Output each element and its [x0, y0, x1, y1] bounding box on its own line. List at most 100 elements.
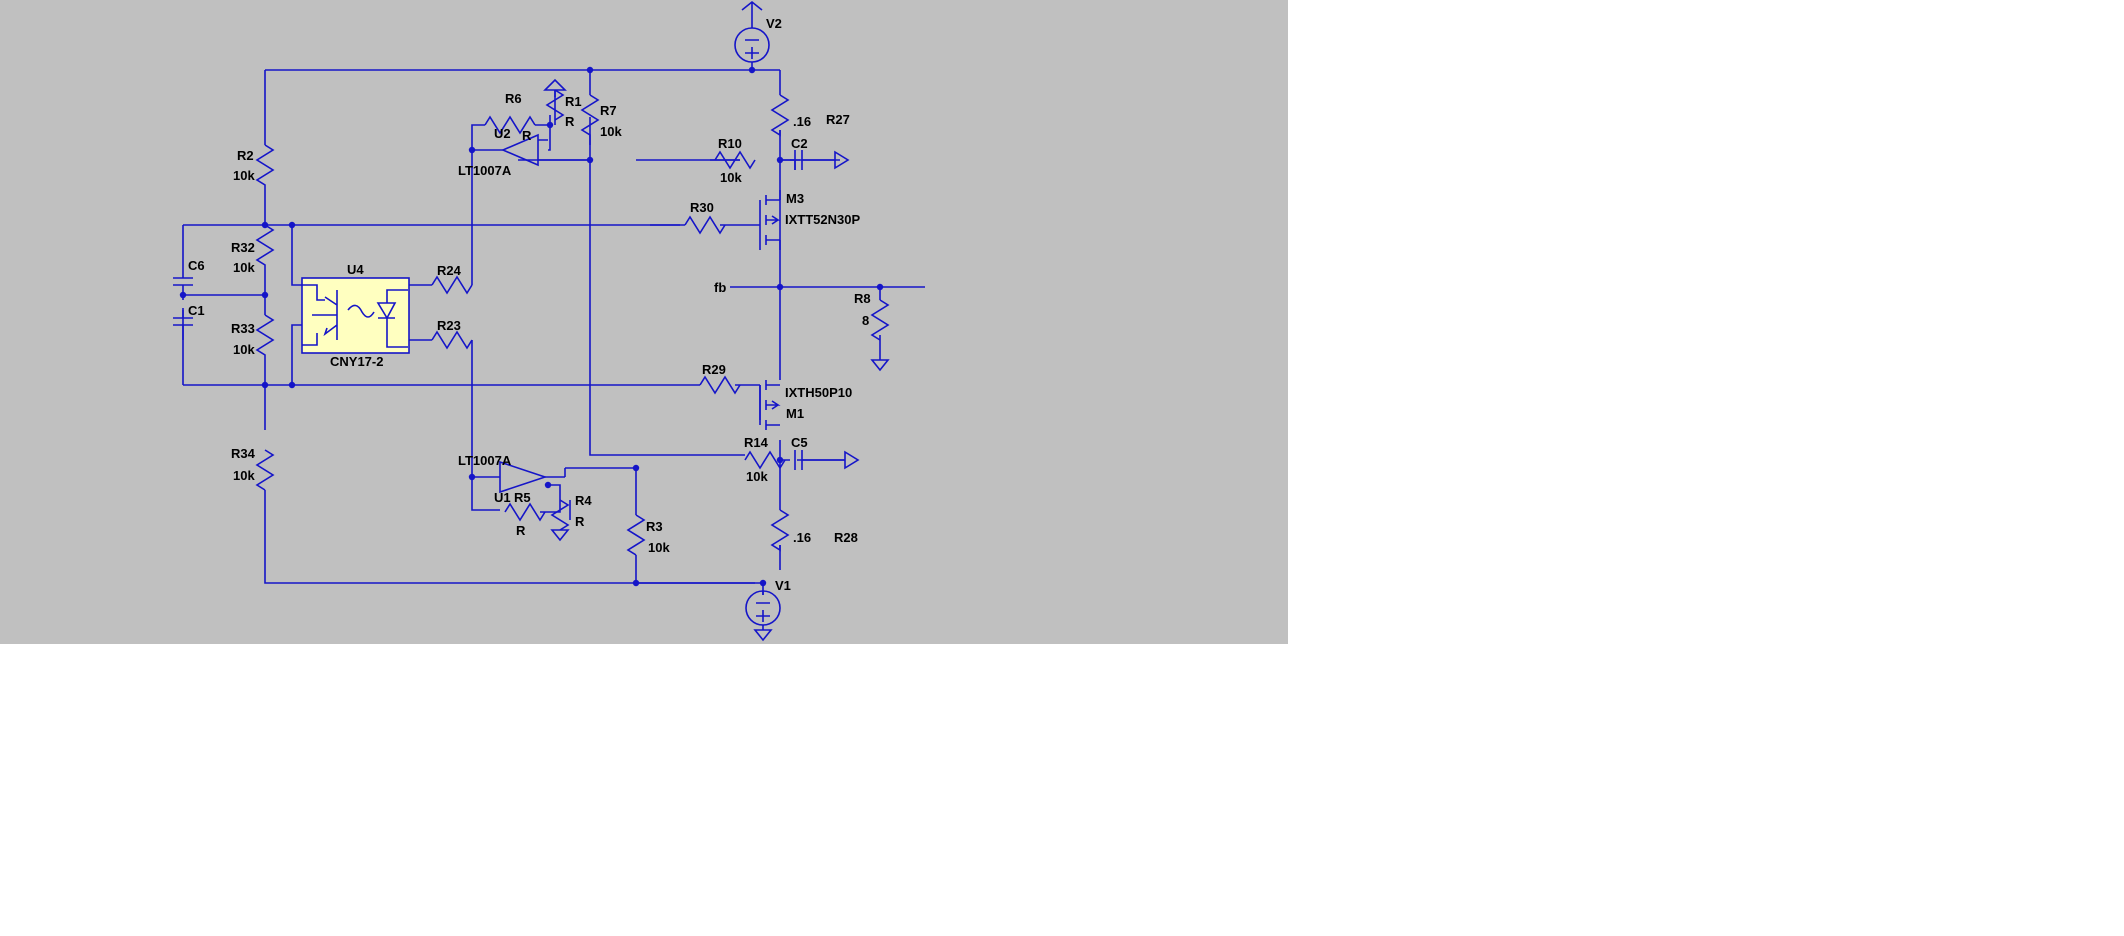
ground-r8: [870, 359, 890, 372]
resistor-r34: [255, 449, 275, 491]
label-r33: R33: [231, 321, 255, 336]
value-r8: 8: [862, 313, 869, 328]
label-r24: R24: [437, 263, 462, 278]
resistor-r5: [504, 502, 546, 522]
resistor-r27: [770, 94, 790, 137]
capacitor-c6: [173, 270, 193, 300]
label-r28: R28: [834, 530, 858, 545]
junction-dots: [179, 66, 884, 587]
label-r27: R27: [826, 112, 850, 127]
value-r6: R: [522, 128, 532, 143]
label-u4: U4: [347, 262, 364, 277]
resistor-r8: [870, 299, 890, 341]
value-r14: 10k: [746, 469, 768, 484]
resistor-r2: [255, 144, 275, 190]
wires: [182, 62, 925, 595]
resistor-r1: [545, 89, 565, 121]
label-r2: R2: [237, 148, 254, 163]
value-r5: R: [516, 523, 526, 538]
capacitor-c5: [794, 450, 845, 470]
ground-v2: [741, 0, 763, 20]
capacitor-c1: [173, 310, 193, 340]
label-m3: M3: [786, 191, 804, 206]
resistor-r7: [580, 94, 600, 145]
label-m1: M1: [786, 406, 804, 421]
label-u2: U2: [494, 126, 511, 141]
ground-r1: [543, 78, 567, 97]
label-r10: R10: [718, 136, 742, 151]
optocoupler-u4[interactable]: [301, 277, 410, 354]
voltage-sources: [734, 20, 781, 630]
label-r4: R4: [575, 493, 592, 508]
resistor-r24: [431, 275, 473, 295]
resistor-r32: [255, 224, 275, 285]
resistor-r28: [770, 509, 790, 552]
label-r5: R5: [514, 490, 531, 505]
label-c5: C5: [791, 435, 808, 450]
value-r3: 10k: [648, 540, 670, 555]
ground-symbols: [543, 0, 890, 642]
label-r34: R34: [231, 446, 256, 461]
label-r6: R6: [505, 91, 522, 106]
value-r10: 10k: [720, 170, 742, 185]
value-r32: 10k: [233, 260, 255, 275]
resistor-r14: [744, 450, 786, 470]
ground-r4: [550, 529, 570, 542]
led-symbol: [376, 289, 408, 348]
label-r14: R14: [744, 435, 769, 450]
value-r27: .16: [793, 114, 811, 129]
ground-c2: [834, 150, 850, 170]
label-v1: V1: [775, 578, 791, 593]
value-r1: R: [565, 114, 575, 129]
label-c2: C2: [791, 136, 808, 151]
value-r33: 10k: [233, 342, 255, 357]
label-c6: C6: [188, 258, 205, 273]
label-r8: R8: [854, 291, 871, 306]
value-r28: .16: [793, 530, 811, 545]
label-r7: R7: [600, 103, 617, 118]
ground-v1: [753, 629, 773, 642]
mosfet-m1-symbol: [759, 380, 781, 430]
opamp-u1-symbol: [499, 460, 548, 494]
label-r29: R29: [702, 362, 726, 377]
component-labels: V2 V1 R2 10k R32 10k R33 10k R34 10k R6 …: [188, 16, 871, 593]
label-u1: U1: [494, 490, 511, 505]
resistor-symbols: [255, 89, 890, 556]
mosfet-m3-symbol: [759, 190, 781, 250]
part-u4: CNY17-2: [330, 354, 383, 369]
label-v2: V2: [766, 16, 782, 31]
opamp-u2-symbol: [500, 133, 539, 167]
resistor-r30: [684, 215, 726, 235]
capacitor-c2: [785, 150, 840, 170]
resistor-r3: [626, 514, 646, 556]
label-r30: R30: [690, 200, 714, 215]
mosfet-symbols: [759, 190, 781, 430]
phototransistor-symbol: [302, 284, 338, 346]
part-u1: LT1007A: [458, 453, 512, 468]
label-r32: R32: [231, 240, 255, 255]
label-c1: C1: [188, 303, 205, 318]
resistor-r33: [255, 314, 275, 370]
resistor-r29: [699, 375, 741, 395]
opamp-symbols: [499, 133, 590, 494]
value-r2: 10k: [233, 168, 255, 183]
label-r3: R3: [646, 519, 663, 534]
part-m1: IXTH50P10: [785, 385, 852, 400]
ground-c5: [844, 450, 860, 470]
light-arrows-icon: [347, 304, 375, 318]
resistor-r6: [484, 115, 536, 135]
schematic-canvas[interactable]: [0, 0, 1288, 644]
capacitor-symbols: [173, 150, 845, 470]
resistor-r23: [431, 330, 473, 350]
part-u2: LT1007A: [458, 163, 512, 178]
resistor-r10: [714, 150, 756, 170]
part-m3: IXTT52N30P: [785, 212, 860, 227]
resistor-r4: [550, 499, 570, 531]
label-r23: R23: [437, 318, 461, 333]
value-r34: 10k: [233, 468, 255, 483]
value-r4: R: [575, 514, 585, 529]
net-label-fb: fb: [714, 280, 726, 295]
value-r7: 10k: [600, 124, 622, 139]
label-r1: R1: [565, 94, 582, 109]
